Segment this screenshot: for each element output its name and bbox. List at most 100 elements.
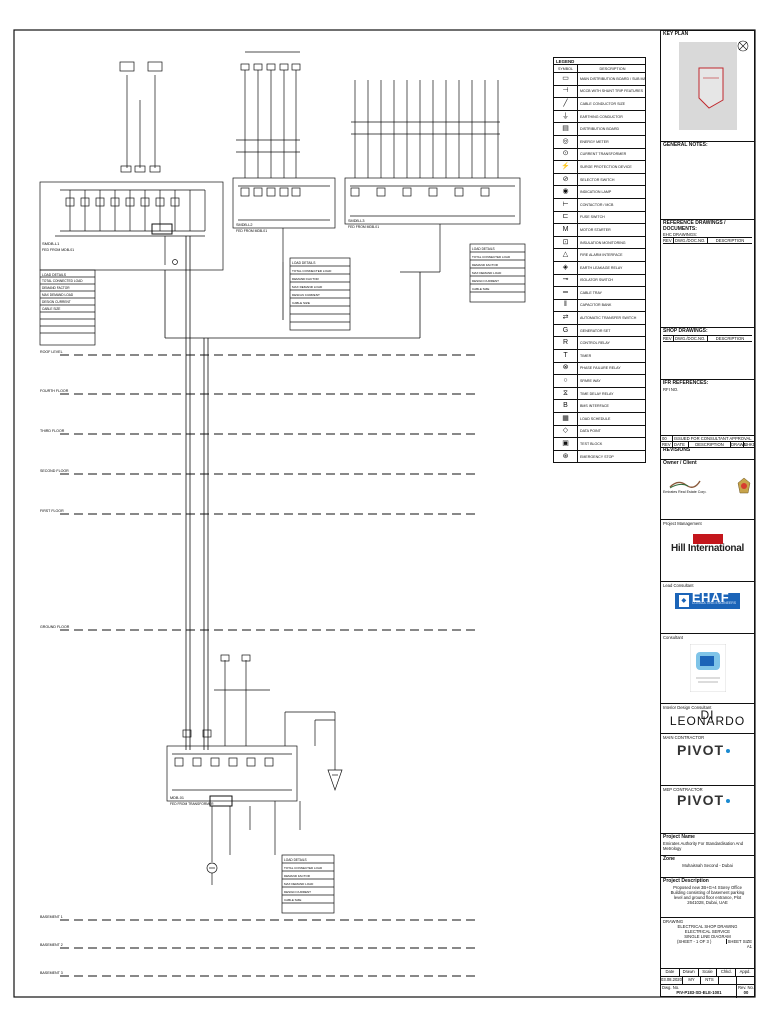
owner-client: Owner / Client Emirates Real Estate Corp… bbox=[661, 459, 754, 519]
level-label-roof: ROOF LEVEL bbox=[40, 350, 63, 354]
general-notes-title: GENERAL NOTES: bbox=[663, 142, 708, 148]
legend-description: DATA POINT bbox=[580, 429, 601, 434]
revision-header: REV DATE DESCRIPTION DRAWN CHKD bbox=[661, 442, 754, 447]
lead-consultant: Lead Consultant ◆ EHAF CONSULTING ENGINE… bbox=[661, 581, 754, 633]
legend-description: GENERATOR SET bbox=[580, 328, 611, 333]
legend-row: ⊛EMERGENCY STOP bbox=[554, 450, 645, 464]
level-label-b2: BASEMENT 2 bbox=[40, 943, 63, 947]
legend-row: ▭MAIN DISTRIBUTION BOARD / SUB MAIN bbox=[554, 73, 645, 86]
drawing-info-table: Date Drawn Scale Chkd. Appd. 03.08.2020 … bbox=[661, 968, 754, 998]
legend-symbol-icon: ⊣ bbox=[554, 85, 578, 98]
board-sub-mdb-01: FED FROM TRANSFORMER bbox=[170, 802, 214, 806]
sheet-size-label: SHEET SIZE bbox=[725, 939, 752, 944]
legend-row: ‖CAPACITOR BANK bbox=[554, 299, 645, 313]
drawing-number: PIV-P183-SD-ELE-1001 bbox=[676, 990, 722, 995]
sheet-size-value: A1 bbox=[746, 944, 752, 949]
legend-row: ⊣MCCB WITH SHUNT TRIP FEATURES bbox=[554, 85, 645, 99]
legend-description: CURRENT TRANSFORMER bbox=[580, 152, 627, 157]
reference-col-desc: DESCRIPTION bbox=[715, 238, 745, 244]
legend-description: ENERGY METER bbox=[580, 139, 609, 144]
info-date-header: Date bbox=[661, 969, 680, 976]
drawing-label: DRAWING bbox=[663, 919, 684, 924]
legend-row: ⊢CONTACTOR / MCB bbox=[554, 198, 645, 212]
legend-row: ⊙CURRENT TRANSFORMER bbox=[554, 148, 645, 162]
legend-symbol-icon: ◇ bbox=[554, 425, 578, 438]
legend-symbol-icon: ⊙ bbox=[554, 148, 578, 161]
legend-description: FUSE SWITCH bbox=[580, 215, 605, 220]
notes-line-l1-4: DESIGN CURRENT bbox=[42, 300, 71, 304]
description-label: Project Description bbox=[663, 878, 709, 884]
notes-title-mdb: LOAD DETAILS bbox=[284, 858, 307, 862]
shop-col-desc: DESCRIPTION bbox=[715, 335, 745, 341]
consultant: Consultant bbox=[661, 633, 754, 703]
legend-symbol-icon: ▭ bbox=[554, 73, 578, 85]
legend-description: MOTOR STARTER bbox=[580, 227, 611, 232]
notes-line-mdb-2: DEMAND FACTOR bbox=[284, 874, 311, 878]
legend-description: FIRE ALARM INTERFACE bbox=[580, 253, 623, 258]
shop-col-dwg: DWG./DOC.NO. bbox=[674, 335, 708, 341]
notes-line-mdb-4: DESIGN CURRENT bbox=[284, 890, 311, 894]
notes-line-l3-5: CABLE SIZE bbox=[472, 287, 489, 291]
notes-line-l3-4: DESIGN CURRENT bbox=[472, 279, 499, 283]
revisions-title: REVISIONS bbox=[661, 447, 754, 454]
legend-row: ⇄AUTOMATIC TRANSFER SWITCH bbox=[554, 312, 645, 325]
notes-title-l3: LOAD DETAILS bbox=[472, 247, 495, 251]
legend-symbol-icon: ⊗ bbox=[554, 362, 578, 375]
legend-description: CABLE TRAY bbox=[580, 290, 603, 295]
title-block: KEY PLAN GENERAL NOTES: REFERENCE DRAWIN… bbox=[660, 30, 755, 998]
legend-rows: ▭MAIN DISTRIBUTION BOARD / SUB MAIN⊣MCCB… bbox=[554, 73, 645, 464]
hill-logo: Hill International bbox=[663, 534, 752, 553]
revisions-table: 00 ISSUED FOR CONSULTANT APPROVAL REV DA… bbox=[661, 435, 754, 459]
owner-name: Emirates Real Estate Corp. bbox=[663, 490, 707, 495]
legend-description: LOAD SCHEDULE bbox=[580, 416, 611, 421]
drawing-line-1: ELECTRICAL SHOP DRAWING bbox=[677, 924, 738, 929]
ehaf-logo: ◆ EHAF CONSULTING ENGINEERS bbox=[663, 590, 752, 609]
drawing-info-values: 03.08.2020 MY NTS bbox=[661, 977, 754, 985]
legend-symbol-icon: ═ bbox=[554, 287, 578, 299]
ehaf-tag: CONSULTING ENGINEERS bbox=[691, 601, 737, 605]
legend-row: ▦LOAD SCHEDULE bbox=[554, 413, 645, 426]
notes-title-l2: LOAD DETAILS bbox=[292, 261, 316, 265]
legend-description: PHASE FAILURE RELAY bbox=[580, 366, 621, 371]
description-line-4: 2641028, Dubai, UAE bbox=[687, 899, 728, 905]
board-label-mdb-01: MDB-01 bbox=[170, 796, 184, 800]
legend-symbol-icon: ⊘ bbox=[554, 173, 578, 186]
dileonardo-logo: DI LEONARDO bbox=[669, 708, 746, 728]
legend-row: ○SPARE WAY bbox=[554, 375, 645, 388]
legend-symbol-icon: ▣ bbox=[554, 438, 578, 450]
legend-description: BMS INTERFACE bbox=[580, 404, 609, 409]
shop-drawings: SHOP DRAWINGS: REV DWG./DOC.NO. DESCRIPT… bbox=[661, 327, 754, 379]
notes-line-mdb-1: TOTAL CONNECTED LOAD bbox=[284, 866, 323, 870]
owner-logos: Emirates Real Estate Corp. bbox=[663, 477, 752, 496]
legend-row: ═CABLE TRAY bbox=[554, 287, 645, 300]
legend-description: CABLE CONDUCTOR SIZE bbox=[580, 101, 626, 106]
legend-description: AUTOMATIC TRANSFER SWITCH bbox=[580, 316, 637, 321]
legend-description: SELECTOR SWITCH bbox=[580, 177, 615, 182]
level-label-second: SECOND FLOOR bbox=[40, 469, 69, 473]
drawing-sheet-row: (SHEET - 1 OF 3 ) SHEET SIZE bbox=[663, 939, 752, 944]
revision-number-value: 00 bbox=[743, 990, 749, 995]
level-label-fourth: FOURTH FLOOR bbox=[40, 389, 69, 393]
legend-row: ⊘SELECTOR SWITCH bbox=[554, 173, 645, 187]
legend-symbol-icon: ⊛ bbox=[554, 450, 578, 463]
ehaf-name: EHAF bbox=[691, 590, 730, 606]
general-notes: GENERAL NOTES: bbox=[661, 141, 754, 219]
lead-label: Lead Consultant bbox=[663, 583, 694, 588]
project-description: Project Description Proposed new 3B+G+4 … bbox=[661, 877, 754, 917]
legend-row: ▤DISTRIBUTION BOARD bbox=[554, 123, 645, 136]
revision-number-cell: Rev. No. 00 bbox=[737, 985, 754, 998]
reference-sub: EHC DRAWINGS: bbox=[663, 232, 698, 238]
revision-number: 00 bbox=[661, 436, 673, 441]
legend-symbol-icon: ⊢ bbox=[554, 198, 578, 211]
floor-level-lines bbox=[60, 354, 480, 977]
legend-desc-header: DESCRIPTION bbox=[599, 66, 626, 71]
board-sub-smdb-l2: FED FROM MDB-01 bbox=[236, 229, 267, 233]
legend-description: ISOLATOR SWITCH bbox=[580, 278, 614, 283]
legend-description: EARTH LEAKAGE RELAY bbox=[580, 265, 623, 270]
legend-symbol-header: SYMBOL bbox=[554, 65, 578, 72]
revision-number-label: Rev. No. bbox=[738, 985, 754, 990]
